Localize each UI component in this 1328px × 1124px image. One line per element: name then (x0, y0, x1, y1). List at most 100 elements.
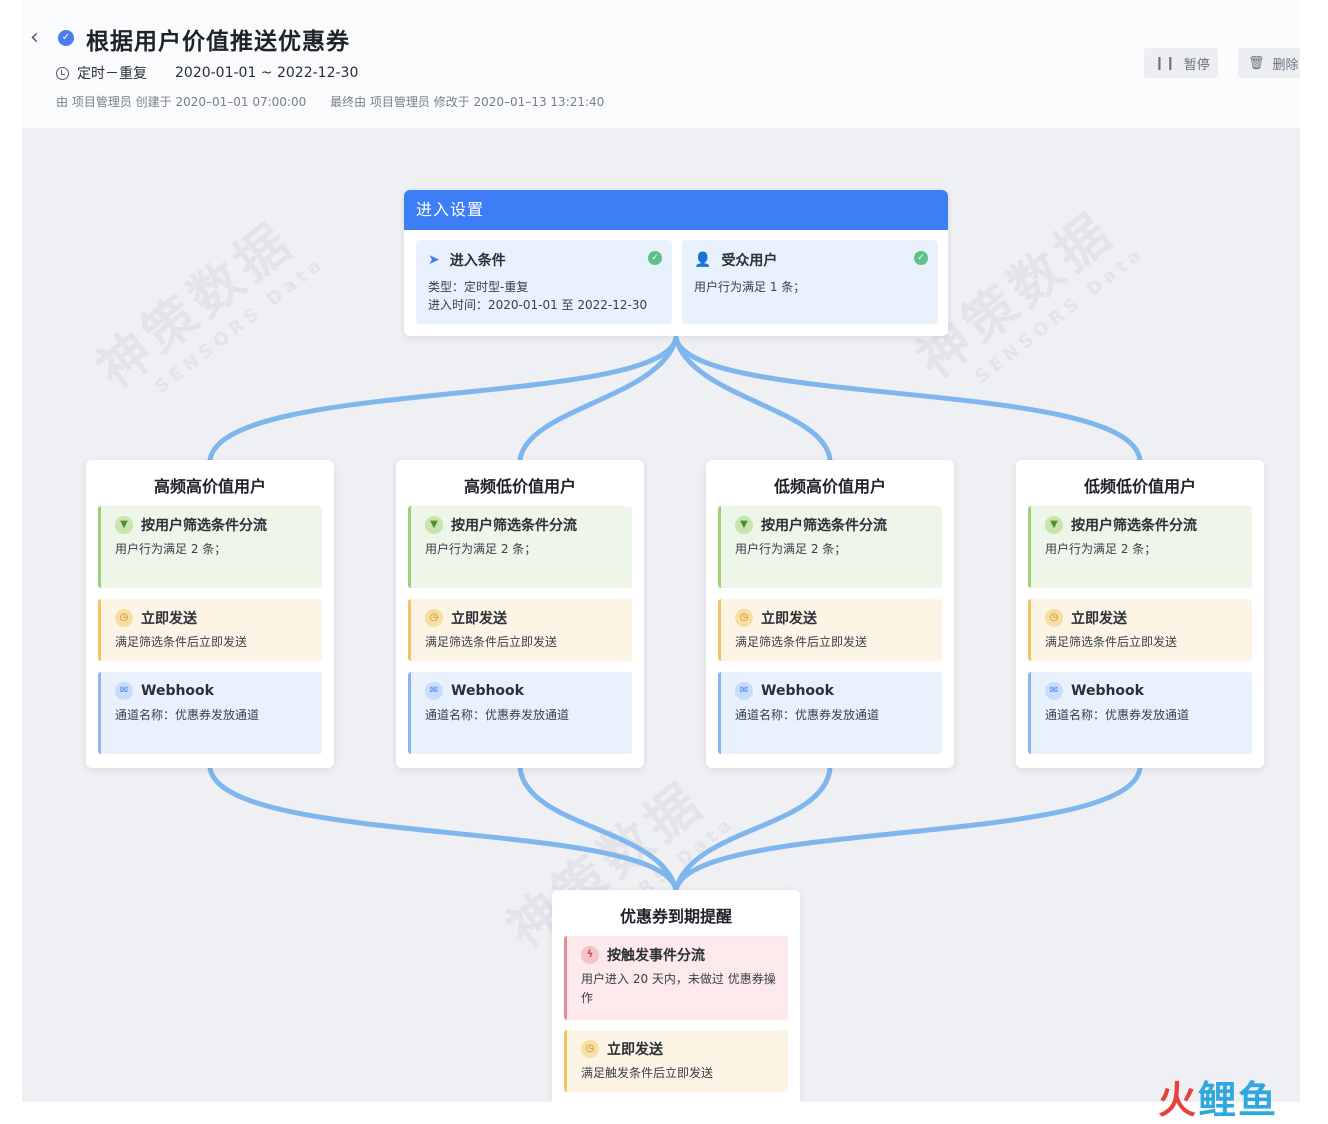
trigger-step-title: 按触发事件分流 (607, 948, 705, 964)
funnel-icon: ▼ (425, 516, 443, 534)
entry-condition-card[interactable]: ➤ 进入条件 类型：定时型-重复 进入时间：2020-01-01 至 2022-1… (416, 240, 672, 324)
filter-step-desc: 用户行为满足 2 条； (1045, 542, 1157, 556)
clock-icon (56, 66, 69, 80)
send-step-title: 立即发送 (761, 611, 817, 627)
send-step[interactable]: ◷ 立即发送 满足筛选条件后立即发送 (408, 599, 632, 661)
send-step[interactable]: ◷ 立即发送 满足筛选条件后立即发送 (1028, 599, 1252, 661)
final-node-title: 优惠券到期提醒 (619, 907, 732, 926)
audit-info: 由 项目管理员 创建于 2020–01–01 07:00:00 最终由 项目管理… (56, 93, 604, 110)
filter-step[interactable]: ▼ 按用户筛选条件分流 用户行为满足 2 条； (98, 506, 322, 588)
send-step-title: 立即发送 (607, 1042, 663, 1058)
filter-step-title: 按用户筛选条件分流 (761, 518, 887, 534)
filter-step[interactable]: ▼ 按用户筛选条件分流 用户行为满足 2 条； (1028, 506, 1252, 588)
webhook-step-title: Webhook (1071, 683, 1144, 699)
date-range: 2020-01-01 ~ 2022-12-30 (175, 65, 359, 81)
created-info: 由 项目管理员 创建于 2020–01–01 07:00:00 (56, 95, 307, 109)
mail-icon: ✉ (115, 682, 133, 700)
page-header: ‹ ✓ 根据用户价值推送优惠券 定时－重复 2020-01-01 ~ 2022-… (22, 0, 1300, 128)
filter-step[interactable]: ▼ 按用户筛选条件分流 用户行为满足 2 条； (408, 506, 632, 588)
webhook-step[interactable]: ✉ Webhook 通道名称：优惠券发放通道 (1028, 672, 1252, 754)
audience-desc: 用户行为满足 1 条； (694, 280, 806, 294)
send-step-desc: 满足筛选条件后立即发送 (425, 635, 558, 649)
funnel-icon: ▼ (115, 516, 133, 534)
filter-step-desc: 用户行为满足 2 条； (425, 542, 537, 556)
send-step-desc: 满足筛选条件后立即发送 (735, 635, 868, 649)
connector-line (517, 765, 679, 893)
page-title: 根据用户价值推送优惠券 (86, 29, 350, 55)
pause-label: 暂停 (1183, 57, 1210, 73)
branch-node[interactable]: 高频高价值用户 ▼ 按用户筛选条件分流 用户行为满足 2 条； ◷ 立即发送 满足筛… (86, 460, 334, 768)
webhook-step-desc: 通道名称：优惠券发放通道 (425, 708, 570, 722)
audience-card[interactable]: 👤 受众用户 用户行为满足 1 条； ✓ (682, 240, 938, 324)
webhook-step-desc: 通道名称：优惠券发放通道 (1045, 708, 1190, 722)
webhook-step-title: Webhook (141, 683, 214, 699)
filter-step-title: 按用户筛选条件分流 (1071, 518, 1197, 534)
clock-icon: ◷ (115, 609, 133, 627)
funnel-icon: ▼ (735, 516, 753, 534)
delete-label: 删除 (1272, 57, 1299, 73)
schedule-info: 定时－重复 2020-01-01 ~ 2022-12-30 (56, 63, 358, 83)
webhook-step-desc: 通道名称：优惠券发放通道 (735, 708, 880, 722)
send-step-title: 立即发送 (1071, 611, 1127, 627)
trash-icon: 🗑 (1248, 55, 1265, 71)
send-step-title: 立即发送 (451, 611, 507, 627)
audience-title: 受众用户 (721, 253, 778, 269)
send-step[interactable]: ◷ 立即发送 满足筛选条件后立即发送 (98, 599, 322, 661)
clock-icon: ◷ (1045, 609, 1063, 627)
user-icon: 👤 (694, 252, 712, 268)
mail-icon: ✉ (425, 682, 443, 700)
send-step[interactable]: ◷立即发送 满足触发条件后立即发送 (564, 1030, 788, 1092)
branch-node[interactable]: 低频高价值用户 ▼ 按用户筛选条件分流 用户行为满足 2 条； ◷ 立即发送 满足筛… (706, 460, 954, 768)
entry-condition-time: 进入时间：2020-01-01 至 2022-12-30 (428, 298, 648, 312)
clock-icon: ◷ (425, 609, 443, 627)
paper-plane-icon: ➤ (428, 252, 440, 268)
filter-step-desc: 用户行为满足 2 条； (735, 542, 847, 556)
webhook-step[interactable]: ✉ Webhook 通道名称：优惠券发放通道 (98, 672, 322, 754)
funnel-icon: ▼ (1045, 516, 1063, 534)
webhook-step[interactable]: ✉ Webhook 通道名称：优惠券发放通道 (718, 672, 942, 754)
mail-icon: ✉ (735, 682, 753, 700)
send-step-desc: 满足筛选条件后立即发送 (115, 635, 248, 649)
clock-icon: ◷ (735, 609, 753, 627)
check-badge-icon: ✓ (58, 30, 74, 46)
entry-settings-node[interactable]: 进入设置 ➤进入条件 类型：定时型-重复 进入时间：2020-01-01 至 2… (404, 190, 948, 336)
filter-step[interactable]: ▼ 按用户筛选条件分流 用户行为满足 2 条； (718, 506, 942, 588)
check-icon: ✓ (914, 251, 928, 265)
send-step-title: 立即发送 (141, 611, 197, 627)
filter-step-desc: 用户行为满足 2 条； (115, 542, 227, 556)
delete-button[interactable]: 🗑 删除 (1238, 48, 1300, 78)
send-step-desc: 满足筛选条件后立即发送 (1045, 635, 1178, 649)
branch-node[interactable]: 高频低价值用户 ▼ 按用户筛选条件分流 用户行为满足 2 条； ◷ 立即发送 满足筛… (396, 460, 644, 768)
lightning-icon: ϟ (581, 946, 599, 964)
mail-icon: ✉ (1045, 682, 1063, 700)
clock-icon: ◷ (581, 1040, 599, 1058)
brand-logo: 火鲤鱼 (1158, 1074, 1308, 1122)
webhook-step-desc: 通道名称：优惠券发放通道 (115, 708, 260, 722)
branch-title: 高频高价值用户 (153, 477, 266, 496)
send-step[interactable]: ◷ 立即发送 满足筛选条件后立即发送 (718, 599, 942, 661)
back-chevron-icon[interactable]: ‹ (30, 25, 39, 50)
connector-line (207, 765, 679, 893)
entry-condition-type: 类型：定时型-重复 (428, 280, 529, 294)
branch-node[interactable]: 低频低价值用户 ▼按用户筛选条件分流 用户行为满足 2 条； ◷立即发送 满足筛… (1016, 460, 1264, 768)
filter-step-title: 按用户筛选条件分流 (141, 518, 267, 534)
check-icon: ✓ (648, 251, 662, 265)
logo-part-1: 火 (1158, 1077, 1199, 1122)
pause-button[interactable]: ❙❙ 暂停 (1144, 48, 1218, 78)
connector-line (673, 765, 1143, 893)
branch-title: 低频高价值用户 (773, 477, 886, 496)
modified-info: 最终由 项目管理员 修改于 2020–01–13 13:21:40 (330, 95, 605, 109)
webhook-step-title: Webhook (761, 683, 834, 699)
connector-line (673, 335, 1143, 463)
flow-connectors (207, 335, 1143, 893)
entry-condition-title: 进入条件 (449, 253, 506, 269)
pause-icon: ❙❙ (1154, 55, 1176, 71)
webhook-step[interactable]: ✉Webhook 通道名称：优惠券发放通道 (408, 672, 632, 754)
connector-line (517, 335, 679, 463)
connector-line (673, 765, 833, 893)
filter-step-title: 按用户筛选条件分流 (451, 518, 577, 534)
branch-title: 高频低价值用户 (463, 477, 576, 496)
